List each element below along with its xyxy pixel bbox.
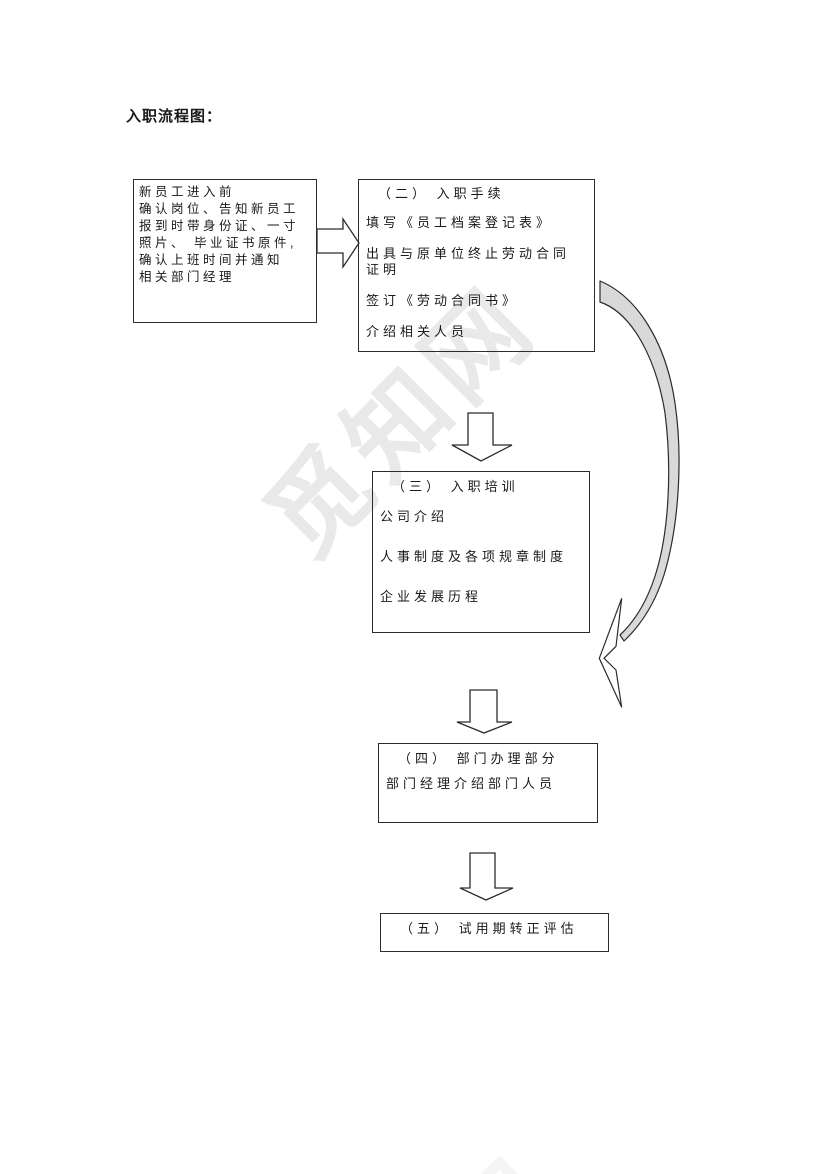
flow-step-2-box: （二） 入职手续 填写《员工档案登记表》 出具与原单位终止劳动合同 证明 签订《… (358, 179, 595, 352)
page-title: 入职流程图： (126, 108, 223, 125)
step1-line: 确认上班时间并通知 (139, 253, 284, 267)
right-block-arrow-icon (316, 216, 360, 270)
step1-line: 确认岗位、告知新员工 (139, 202, 300, 216)
step1-line: 新员工进入前 (139, 185, 236, 199)
step3-title: （三） 入职培训 (392, 479, 519, 494)
step2-item: 填写《员工档案登记表》 (366, 215, 554, 230)
flow-step-1-box: 新员工进入前 确认岗位、告知新员工 报到时带身份证、一寸 照片、 毕业证书原件,… (133, 179, 317, 323)
down-block-arrow-icon (456, 689, 513, 734)
step4-title: （四） 部门办理部分 (398, 751, 559, 766)
watermark-text-bottom: 觅知网 (66, 931, 773, 1174)
step5-title: （五） 试用期转正评估 (400, 921, 578, 936)
step3-item: 企业发展历程 (380, 589, 483, 604)
curved-connector-arrow-icon (598, 280, 680, 708)
step3-item: 公司介绍 (380, 509, 449, 524)
step2-item: 签订《劳动合同书》 (366, 293, 520, 308)
step1-line: 照片、 毕业证书原件, (139, 236, 297, 250)
flow-step-4-box: （四） 部门办理部分 部门经理介绍部门人员 (378, 743, 598, 823)
down-block-arrow-icon (451, 412, 513, 462)
step2-title: （二） 入职手续 (378, 186, 505, 201)
step1-line: 报到时带身份证、一寸 (139, 219, 300, 233)
flow-step-3-box: （三） 入职培训 公司介绍 人事制度及各项规章制度 企业发展历程 (372, 471, 590, 633)
step2-item: 出具与原单位终止劳动合同 证明 (366, 246, 571, 277)
step4-item: 部门经理介绍部门人员 (386, 776, 557, 791)
flow-step-5-box: （五） 试用期转正评估 (380, 913, 609, 952)
down-block-arrow-icon (459, 852, 514, 901)
step1-line: 相关部门经理 (139, 270, 236, 284)
step3-item: 人事制度及各项规章制度 (380, 549, 568, 564)
step2-item: 介绍相关人员 (366, 324, 469, 339)
